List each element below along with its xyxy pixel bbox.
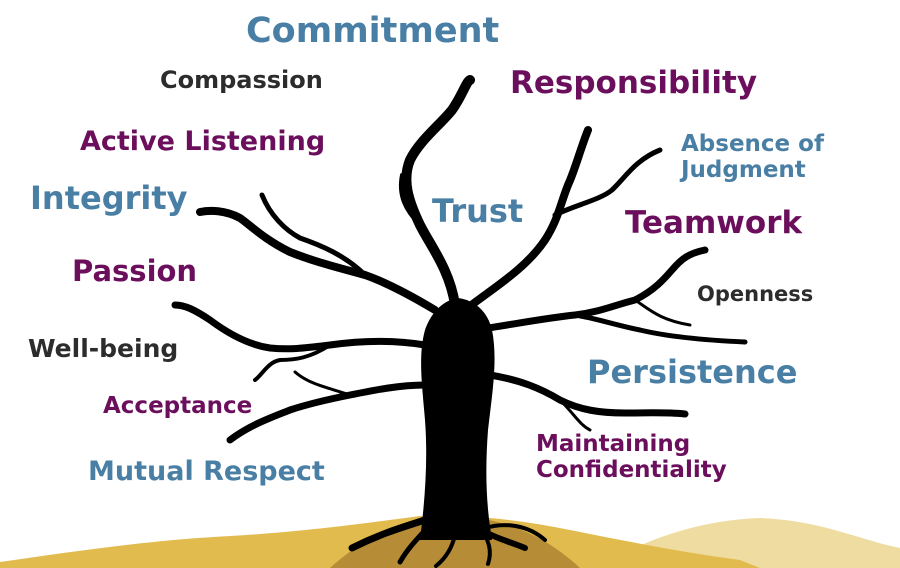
word-absence-of-judgment-line1: Absence of — [681, 131, 824, 157]
word-integrity: Integrity — [30, 179, 188, 217]
word-compassion: Compassion — [160, 66, 323, 94]
tree-branches — [171, 75, 748, 444]
word-trust: Trust — [432, 192, 524, 230]
word-maintaining-confidentiality: Maintaining Confidentiality — [536, 431, 727, 484]
word-absence-of-judgment: Absence of Judgment — [681, 131, 824, 184]
word-commitment: Commitment — [246, 11, 500, 51]
word-persistence: Persistence — [587, 353, 798, 391]
word-active-listening: Active Listening — [80, 126, 326, 157]
word-teamwork: Teamwork — [625, 205, 803, 241]
word-absence-of-judgment-line2: Judgment — [681, 157, 806, 184]
word-openness: Openness — [697, 282, 814, 306]
word-passion: Passion — [72, 254, 198, 288]
tree-trunk — [420, 298, 495, 540]
word-maintaining-confidentiality-line2: Confidentiality — [536, 457, 727, 484]
word-maintaining-confidentiality-line1: Maintaining — [536, 431, 691, 457]
word-well-being: Well-being — [28, 334, 179, 363]
tree-roots — [348, 516, 547, 568]
word-responsibility: Responsibility — [510, 65, 758, 101]
word-acceptance: Acceptance — [103, 393, 253, 419]
word-mutual-respect: Mutual Respect — [88, 456, 325, 487]
